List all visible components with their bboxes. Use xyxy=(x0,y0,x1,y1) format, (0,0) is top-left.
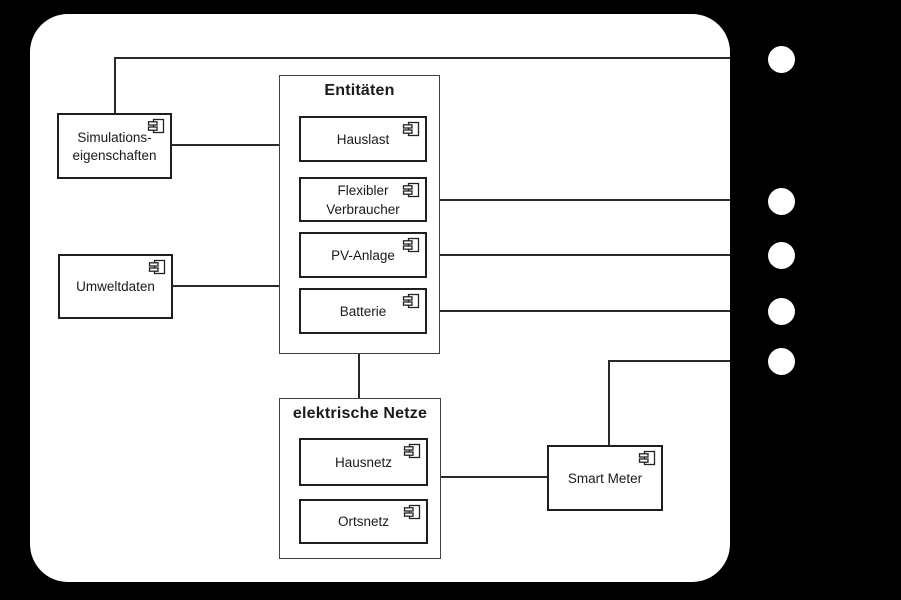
uml-component-icon xyxy=(402,237,420,253)
component-label: Umweltdaten xyxy=(76,279,155,295)
component-label: PV-Anlage xyxy=(331,247,395,263)
component-label: Hauslast xyxy=(336,131,390,147)
interface-lollipop-circle xyxy=(768,348,795,375)
component-label: Flexibler Verbraucher xyxy=(326,183,400,217)
uml-component-icon xyxy=(148,259,166,275)
group-entitaeten-title: Entitäten xyxy=(324,82,395,99)
component-flexibler-verbraucher: Flexibler Verbraucher xyxy=(299,177,427,222)
connector-umweltdaten-entitaeten xyxy=(173,285,279,287)
connector-batterie-interface xyxy=(427,310,730,312)
component-label: Hausnetz xyxy=(334,454,393,470)
interface-lollipop-circle xyxy=(768,242,795,269)
connector-netze-smartmeter xyxy=(441,476,547,478)
connector-entitaeten-netze xyxy=(358,354,360,398)
connector-smartmeter-up xyxy=(608,360,610,445)
component-batterie: Batterie xyxy=(299,288,427,334)
connector-top-to-interface xyxy=(114,57,730,59)
component-label: Batterie xyxy=(339,303,387,319)
connector-flexibler-interface xyxy=(427,199,730,201)
component-pv-anlage: PV-Anlage xyxy=(299,232,427,278)
uml-component-icon xyxy=(403,443,421,459)
connector-smartmeter-interface xyxy=(608,360,730,362)
connector-simulations-entitaeten xyxy=(172,144,279,146)
interface-lollipop-circle xyxy=(768,46,795,73)
uml-component-icon xyxy=(402,121,420,137)
component-label: Simulations- eigenschaften xyxy=(72,129,157,163)
component-hauslast: Hauslast xyxy=(299,116,427,162)
connector-simulations-up xyxy=(114,57,116,114)
interface-lollipop-circle xyxy=(768,298,795,325)
component-smart-meter: Smart Meter xyxy=(547,445,663,511)
component-ortsnetz: Ortsnetz xyxy=(299,499,428,544)
component-label: Smart Meter xyxy=(567,470,643,486)
connector-pvanlage-interface xyxy=(427,254,730,256)
component-hausnetz: Hausnetz xyxy=(299,438,428,486)
component-umweltdaten: Umweltdaten xyxy=(58,254,173,319)
group-elektrische-netze-title: elektrische Netze xyxy=(292,405,428,422)
uml-component-icon xyxy=(638,450,656,466)
uml-component-icon xyxy=(402,182,420,198)
uml-component-icon xyxy=(147,118,165,134)
uml-component-icon xyxy=(403,504,421,520)
interface-lollipop-circle xyxy=(768,188,795,215)
uml-component-icon xyxy=(402,293,420,309)
component-simulationseigenschaften: Simulations- eigenschaften xyxy=(57,113,172,179)
component-label: Ortsnetz xyxy=(337,514,389,530)
